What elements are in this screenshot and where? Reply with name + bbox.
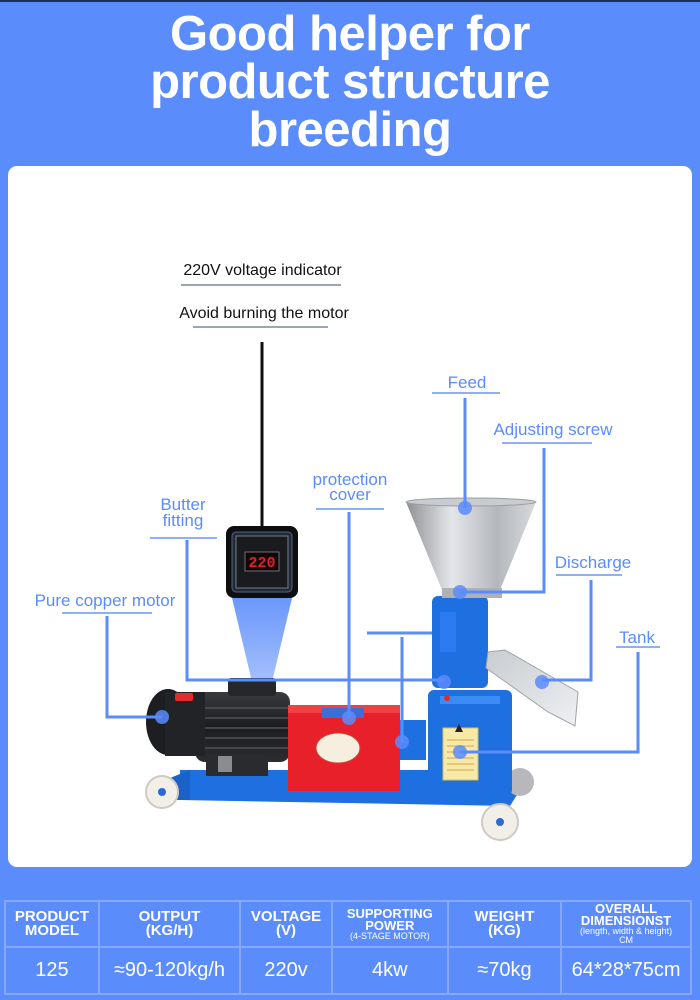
header-product-model: PRODUCT MODEL [4, 900, 100, 948]
value-supporting-power: 4kw [330, 946, 449, 995]
label-adjusting-screw: Adjusting screw [493, 420, 613, 439]
spec-table: PRODUCT MODEL OUTPUT (KG/H) VOLTAGE (V) … [4, 900, 692, 995]
value-output: ≈90-120kg/h [97, 946, 242, 995]
indicator-caption-1-underline [181, 284, 341, 286]
title-line-2: product structure [150, 55, 550, 109]
label-feed-underline [432, 392, 500, 394]
label-butter-fitting-underline [150, 537, 217, 539]
label-butter-fitting-line1: Butter [160, 495, 206, 514]
label-protection-cover: protection cover [304, 470, 396, 504]
label-feed: Feed [447, 373, 487, 392]
header-supporting-power: SUPPORTING POWER (4-STAGE MOTOR) [330, 900, 449, 948]
label-tank: Tank [619, 628, 655, 647]
title-line-1: Good helper for [170, 7, 531, 61]
value-voltage: 220v [239, 946, 333, 995]
label-discharge: Discharge [554, 553, 632, 572]
label-butter-fitting: Butter fitting [150, 495, 216, 530]
label-pure-copper-motor: Pure copper motor [34, 591, 176, 610]
top-strip [0, 0, 700, 2]
value-weight: ≈70kg [446, 946, 563, 995]
title-line-3: breeding [248, 103, 452, 157]
value-overall-dimensions: 64*28*75cm [560, 946, 692, 995]
label-adjusting-screw-underline [502, 442, 592, 444]
header-voltage: VOLTAGE (V) [239, 900, 333, 948]
spec-table-header-row: PRODUCT MODEL OUTPUT (KG/H) VOLTAGE (V) … [4, 900, 692, 948]
spec-table-value-row: 125 ≈90-120kg/h 220v 4kw ≈70kg 64*28*75c… [4, 946, 692, 995]
label-protection-cover-line1: protection [312, 470, 388, 489]
label-protection-cover-underline [316, 508, 384, 510]
label-butter-fitting-line2: fitting [162, 511, 204, 530]
header-overall-dimensions: OVERALL DIMENSIONST (length, width & hei… [560, 900, 692, 948]
label-pure-copper-motor-underline [62, 612, 152, 614]
label-discharge-underline [556, 574, 622, 576]
label-tank-underline [616, 646, 660, 648]
indicator-caption-1: 220V voltage indicator [183, 262, 342, 279]
header-weight: WEIGHT (KG) [446, 900, 563, 948]
indicator-caption-2: Avoid burning the motor [179, 305, 349, 322]
label-protection-cover-line2: cover [329, 485, 371, 504]
indicator-caption-2-underline [193, 326, 328, 328]
page-title: Good helper for product structure breedi… [0, 7, 700, 157]
header-output: OUTPUT (KG/H) [97, 900, 242, 948]
value-product-model: 125 [4, 946, 100, 995]
